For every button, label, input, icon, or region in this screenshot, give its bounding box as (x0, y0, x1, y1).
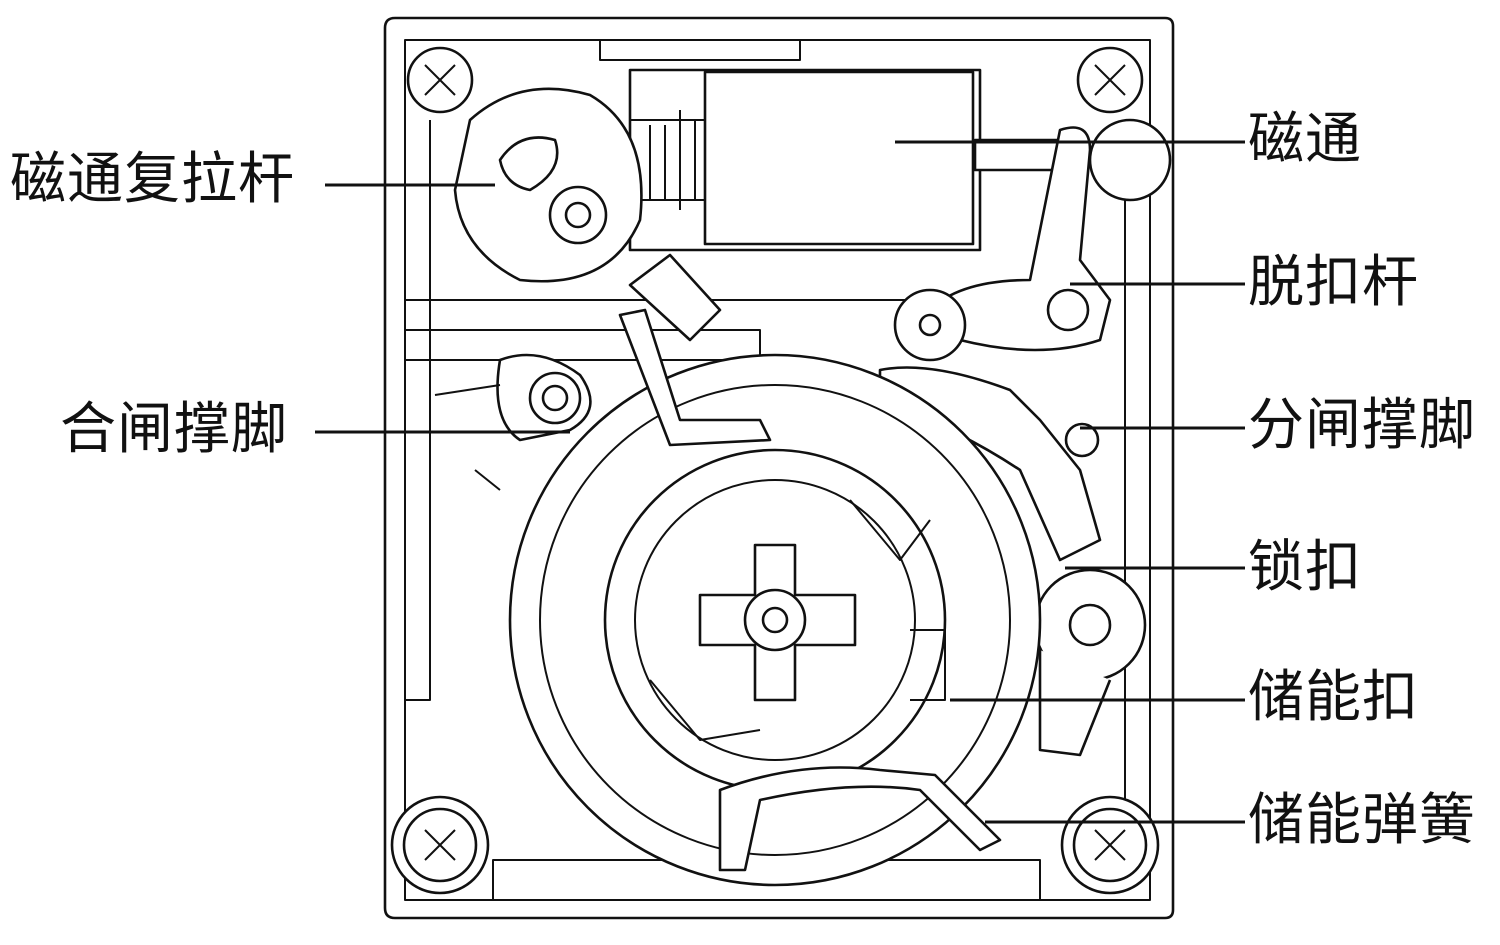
reset-lever (453, 87, 643, 283)
screw-bottom-left (390, 795, 490, 895)
label-latch: 锁扣 (1248, 535, 1362, 600)
screw-top-right (1076, 46, 1144, 114)
label-energy-spring: 储能弹簧 (1248, 788, 1476, 853)
label-flux: 磁通 (1248, 107, 1362, 172)
label-energy-catch: 储能扣 (1248, 665, 1419, 730)
energy-spring (618, 253, 1002, 872)
screw-bottom-right (1060, 795, 1160, 895)
label-closing-support: 合闸撑脚 (60, 397, 288, 462)
label-reset-lever: 磁通复拉杆 (10, 147, 295, 212)
energy-wheel (508, 353, 1042, 887)
trip-lever (893, 118, 1172, 362)
latch (1033, 568, 1147, 757)
label-trip-lever: 脱扣杆 (1248, 250, 1419, 315)
screw-top-left (406, 46, 474, 114)
leader-lines (315, 140, 1245, 824)
closing-support (434, 353, 592, 491)
label-opening-support: 分闸撑脚 (1248, 393, 1476, 458)
